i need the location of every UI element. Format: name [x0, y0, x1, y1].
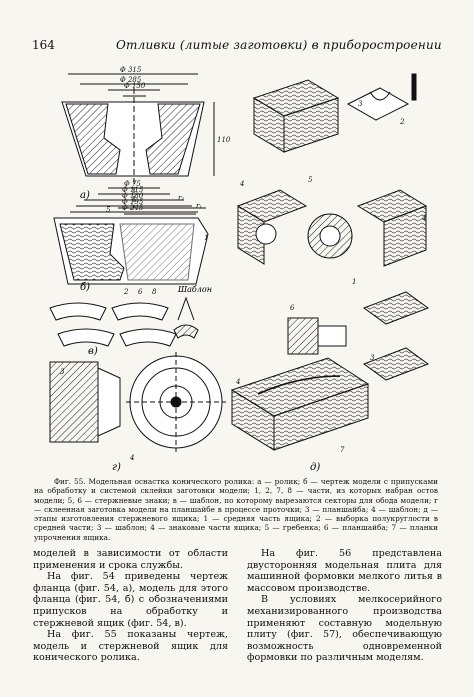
sublabel-d: д): [310, 462, 320, 473]
right-column: На фиг. 56 представлена двусторонняя мод…: [247, 548, 442, 664]
dim-label: r₂: [178, 194, 184, 202]
paragraph: моделей в зависимости от области примене…: [33, 548, 228, 571]
caption-text: Фиг. 55. Модельная оснастка конического …: [34, 477, 438, 542]
callouts-d: 3 2 4 5 4 6 1 4 7 3: [235, 100, 426, 454]
dim-label: Φ 285: [120, 76, 142, 84]
template-segments-v: [49, 296, 199, 347]
dim-label: Φ 115: [122, 186, 144, 194]
paragraph: В условиях мелкосерийного механизированн…: [247, 594, 442, 664]
callout: 7: [340, 446, 345, 454]
callout: 4: [235, 378, 240, 386]
dim-label: Φ 195: [122, 198, 144, 206]
faceplate-assembly-g: [49, 352, 226, 452]
roller-section-a: [61, 73, 215, 213]
page-header: 164 Отливки (литые заготовки) в приборос…: [32, 38, 444, 54]
callout: 5: [106, 206, 111, 214]
dim-label: Φ 150: [124, 82, 146, 90]
sublabel-g: г): [112, 462, 121, 473]
callout: 5: [308, 176, 313, 184]
template-label: Шаблон: [177, 285, 212, 294]
left-column: моделей в зависимости от области примене…: [33, 548, 228, 664]
dim-label: Φ 315: [120, 66, 142, 74]
callout: 4: [129, 454, 134, 462]
callout: 4: [239, 180, 244, 188]
paragraph: На фиг. 54 приведены чертеж фланца (фиг.…: [33, 571, 228, 629]
callout: 1: [204, 234, 208, 242]
callout: 8: [152, 288, 157, 296]
figure-caption: Фиг. 55. Модельная оснастка конического …: [34, 477, 438, 542]
sublabel-v: в): [88, 346, 98, 357]
dim-label: 110: [217, 136, 231, 144]
sublabel-a: а): [80, 190, 90, 201]
figure-55: Φ 315 Φ 285 Φ 150 Φ 75 Φ 115 Φ 180 Φ 195…: [28, 58, 446, 476]
model-drawing-b: [53, 207, 209, 285]
dim-label: Φ 180: [122, 192, 144, 200]
callouts-b: 5 1 2 6 8: [106, 206, 208, 296]
paragraph: На фиг. 55 показаны чертеж, модель и сте…: [33, 629, 228, 664]
callout: 3: [358, 100, 363, 108]
core-box-stages-d: [230, 73, 430, 451]
callout: 2: [399, 118, 405, 126]
page-number: 164: [32, 38, 55, 52]
callout: 3: [60, 368, 65, 376]
dim-label: Φ 75: [124, 180, 141, 188]
callout: 6: [138, 288, 143, 296]
callout: 2: [123, 288, 129, 296]
paragraph: На фиг. 56 представлена двусторонняя мод…: [247, 548, 442, 594]
callout: 1: [352, 278, 356, 286]
callout: 4: [421, 214, 426, 222]
callout: 6: [290, 304, 295, 312]
dim-label: r₁: [196, 202, 202, 210]
running-title: Отливки (литые заготовки) в приборострое…: [116, 38, 442, 52]
sublabel-b: б): [80, 282, 90, 293]
technical-drawing: Φ 315 Φ 285 Φ 150 Φ 75 Φ 115 Φ 180 Φ 195…: [49, 66, 430, 473]
callout: 3: [370, 354, 375, 362]
